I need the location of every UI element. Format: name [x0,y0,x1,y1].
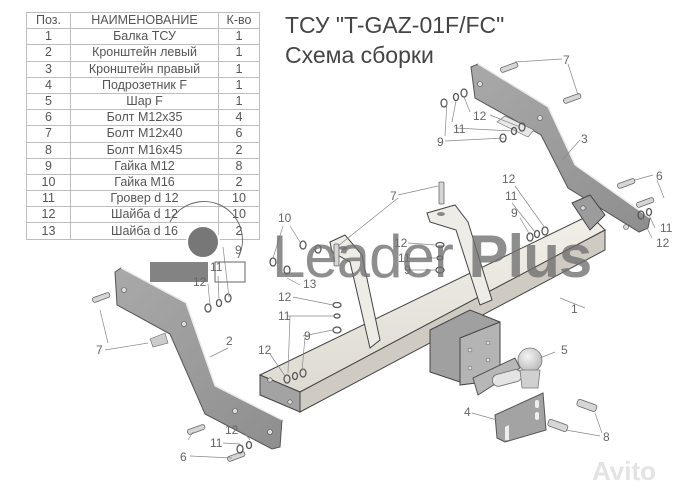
callout-12-center: 12 [394,236,408,250]
leader-lines [99,58,665,459]
callout-labels: 7 12 11 9 3 6 11 12 12 11 9 1 7 12 11 9 … [96,53,673,464]
right-bracket-part-3 [470,63,651,233]
callout-3: 3 [581,132,588,146]
callout-12-left-center-b: 12 [258,343,272,357]
diagram-title: ТСУ "T-GAZ-01F/FC" [285,12,505,38]
beam-part-1 [258,194,606,413]
cell-pos: 10 [26,173,71,192]
callout-11-center: 11 [398,251,411,265]
callout-9-beam: 9 [511,206,518,220]
avito-watermark: Avito [592,456,657,486]
callout-11-left-bottom: 11 [210,436,223,450]
callout-12-beam: 12 [502,172,516,186]
left-bracket-part-2 [114,267,283,450]
callout-11-left-center: 11 [278,309,291,323]
callout-12-right: 12 [656,236,670,250]
callout-7-left: 7 [96,343,103,357]
callout-12-left-center: 12 [278,290,292,304]
callout-11-left: 11 [210,260,223,274]
callout-9-left-center: 9 [304,329,311,343]
diagram-subtitle: Схема сборки [285,42,434,68]
callout-12-left-bottom: 12 [225,423,239,437]
callout-4: 4 [464,405,471,419]
callout-11-beam: 11 [505,189,518,203]
callout-7-right: 7 [563,53,570,67]
leaderplus-watermark: Leader Plus [272,222,593,292]
callout-9-center: 9 [404,263,411,277]
callout-5: 5 [561,343,568,357]
cell-pos: 13 [26,222,71,240]
ball-mount-parts-4-5 [472,347,547,443]
callout-6-left: 6 [180,450,187,464]
callout-11-right-top: 11 [453,122,466,136]
cell-name: Шайба d 16 [70,222,219,240]
bolts [92,62,655,462]
callout-1: 1 [571,302,578,316]
watermark-leader: Leader [272,223,469,290]
callout-2: 2 [226,334,233,348]
callout-12-right-top: 12 [473,109,487,123]
watermark-plus: Plus [468,223,593,290]
cell-qty: 2 [218,173,260,192]
cell-qty: 10 [218,190,260,208]
callout-9-right-top: 9 [437,135,444,149]
watermark-logo-mark [150,201,246,283]
nuts-washers [204,88,653,454]
callout-13: 13 [303,277,317,291]
cell-qty: 1 [218,44,260,62]
callout-9-left: 9 [235,243,242,257]
callout-6-right: 6 [656,169,663,183]
cell-qty: 2 [218,222,260,240]
callout-10: 10 [278,211,292,225]
callout-11-right: 11 [660,221,673,235]
callout-8: 8 [603,430,610,444]
callout-7-center: 7 [390,189,397,203]
